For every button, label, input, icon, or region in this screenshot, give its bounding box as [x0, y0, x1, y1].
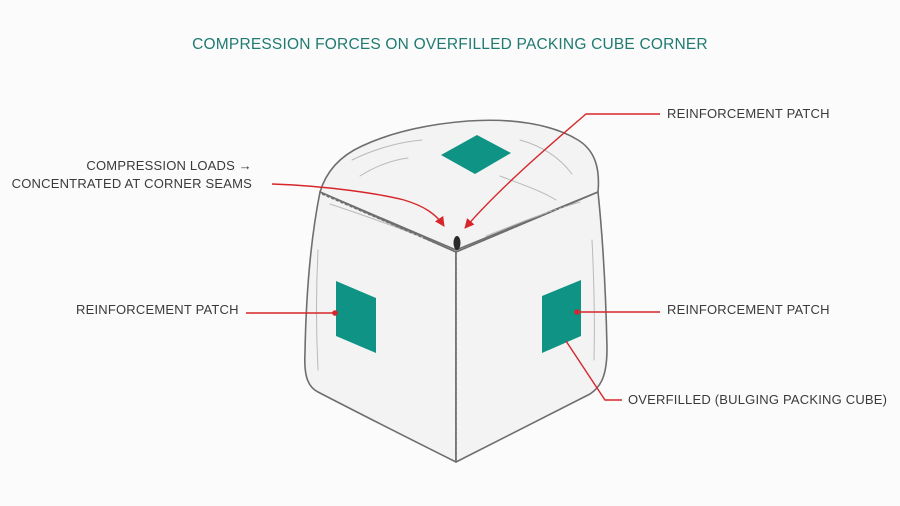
top-reinforcement-patch-label: REINFORCEMENT PATCH: [667, 106, 830, 121]
compression-label-line-1: COMPRESSION LOADS →: [86, 158, 252, 173]
cube-top-face: [319, 119, 600, 251]
top-wrinkle: [351, 139, 423, 161]
top-reinforcement-patch: [441, 135, 511, 174]
left-patch-dot: [332, 310, 338, 316]
seam-stress-point: [453, 236, 461, 250]
right-patch-dot: [574, 309, 580, 315]
top-wrinkle: [485, 201, 581, 237]
left-reinforcement-patch-label: REINFORCEMENT PATCH: [76, 302, 239, 317]
top-wrinkle: [519, 139, 573, 175]
compression-label-line-2: CONCENTRATED AT CORNER SEAMS: [11, 176, 252, 191]
diagram-title: COMPRESSION FORCES ON OVERFILLED PACKING…: [192, 36, 708, 53]
compression-arrow: [271, 183, 445, 227]
overfilled-leader: [565, 340, 622, 401]
right-reinforcement-patch: [542, 280, 581, 353]
top-wrinkle: [359, 157, 409, 177]
side-wrinkle: [316, 249, 319, 371]
top-patch-arrow: [464, 113, 660, 229]
corner-seam: [321, 191, 599, 253]
cube-left-face: [303, 191, 457, 463]
side-wrinkle: [591, 239, 595, 361]
overfilled-cube-label: OVERFILLED (BULGING PACKING CUBE): [628, 392, 888, 407]
left-reinforcement-patch: [336, 281, 376, 353]
compression-loads-label: COMPRESSION LOADS → CONCENTRATED AT CORN…: [12, 157, 252, 193]
top-wrinkle: [499, 175, 557, 201]
right-reinforcement-patch-label: REINFORCEMENT PATCH: [667, 302, 830, 317]
